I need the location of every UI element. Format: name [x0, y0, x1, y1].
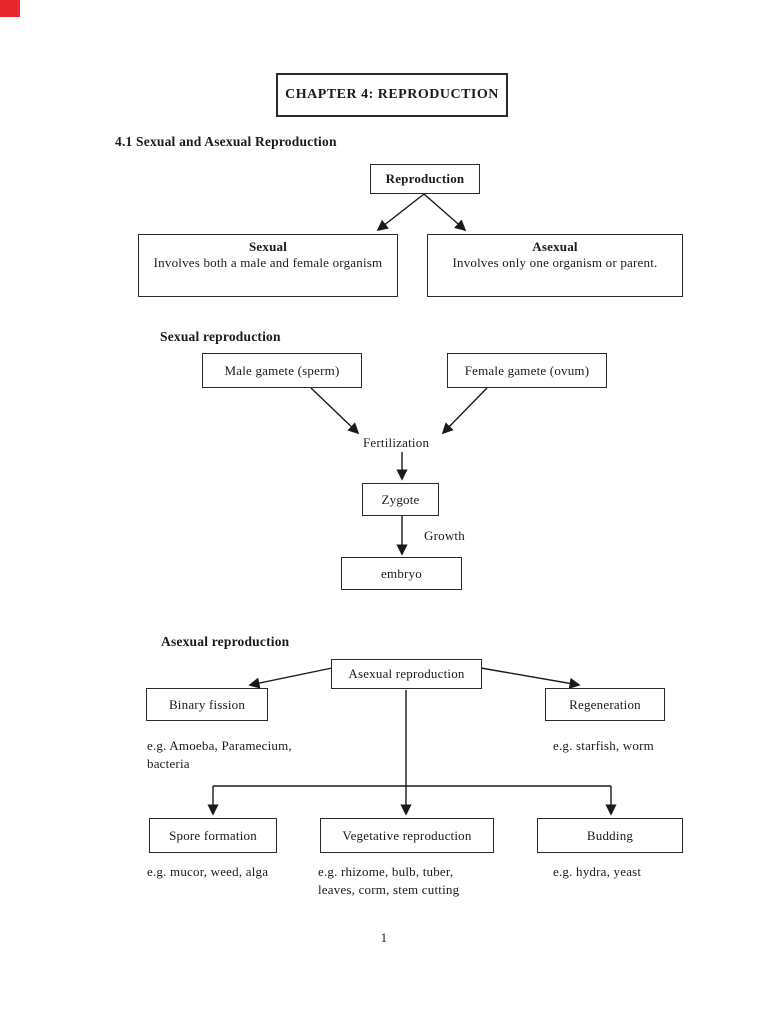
sexual-flow-heading: Sexual reproduction [160, 329, 281, 344]
node-embryo: embryo [341, 557, 462, 590]
node-male-gamete: Male gamete (sperm) [202, 353, 362, 388]
node-vegetative: Vegetative reproduction [320, 818, 494, 853]
node-regeneration: Regeneration [545, 688, 665, 721]
node-asexual-root: Asexual reproduction [331, 659, 482, 689]
chapter-title-box: CHAPTER 4: REPRODUCTION [276, 73, 508, 117]
node-budding: Budding [537, 818, 683, 853]
regeneration-example: e.g. starfish, worm [553, 738, 654, 753]
arrow-reproduction-to-sexual [376, 193, 425, 232]
node-sexual-title: Sexual [248, 239, 288, 254]
growth-label: Growth [424, 528, 465, 543]
node-male-gamete-label: Male gamete (sperm) [224, 362, 340, 378]
arrow-asexual-to-regeneration [480, 667, 581, 689]
node-asexual-root-label: Asexual reproduction [348, 666, 465, 681]
node-binary-fission-label: Binary fission [168, 696, 246, 712]
binary-fission-example: e.g. Amoeba, Paramecium, bacteria [147, 738, 292, 771]
node-budding-label: Budding [586, 827, 634, 843]
node-zygote-label: Zygote [381, 491, 420, 507]
node-zygote: Zygote [362, 483, 439, 516]
arrow-male-gamete-to-fertilization [310, 387, 360, 435]
node-embryo-label: embryo [381, 565, 422, 581]
node-asexual: Asexual Involves only one organism or pa… [427, 234, 683, 297]
node-sexual: Sexual Involves both a male and female o… [138, 234, 398, 297]
node-reproduction-label: Reproduction [385, 171, 465, 186]
section-heading: 4.1 Sexual and Asexual Reproduction [115, 134, 337, 149]
corner-marker [0, 0, 20, 17]
asexual-flow-heading: Asexual reproduction [161, 634, 290, 649]
node-sexual-desc: Involves both a male and female organism [153, 255, 383, 270]
budding-example: e.g. hydra, yeast [553, 864, 642, 879]
node-spore-formation-label: Spore formation [169, 827, 257, 843]
page-number: 1 [380, 930, 388, 945]
node-asexual-title: Asexual [532, 239, 578, 254]
arrow-asexual-to-binary-fission [248, 667, 333, 689]
vegetative-example: e.g. rhizome, bulb, tuber, leaves, corm,… [318, 864, 460, 897]
node-asexual-desc: Involves only one organism or parent. [452, 255, 658, 270]
arrow-female-gamete-to-fertilization [441, 387, 488, 435]
node-reproduction: Reproduction [370, 164, 480, 194]
node-vegetative-label: Vegetative reproduction [342, 827, 472, 843]
fertilization-label: Fertilization [363, 435, 430, 450]
node-spore-formation: Spore formation [149, 818, 277, 853]
node-female-gamete: Female gamete (ovum) [447, 353, 607, 388]
spore-formation-example: e.g. mucor, weed, alga [147, 864, 269, 879]
node-female-gamete-label: Female gamete (ovum) [464, 362, 590, 378]
node-binary-fission: Binary fission [146, 688, 268, 721]
arrow-reproduction-to-asexual [423, 193, 467, 232]
chapter-title: CHAPTER 4: REPRODUCTION [285, 87, 499, 102]
node-regeneration-label: Regeneration [569, 696, 641, 712]
